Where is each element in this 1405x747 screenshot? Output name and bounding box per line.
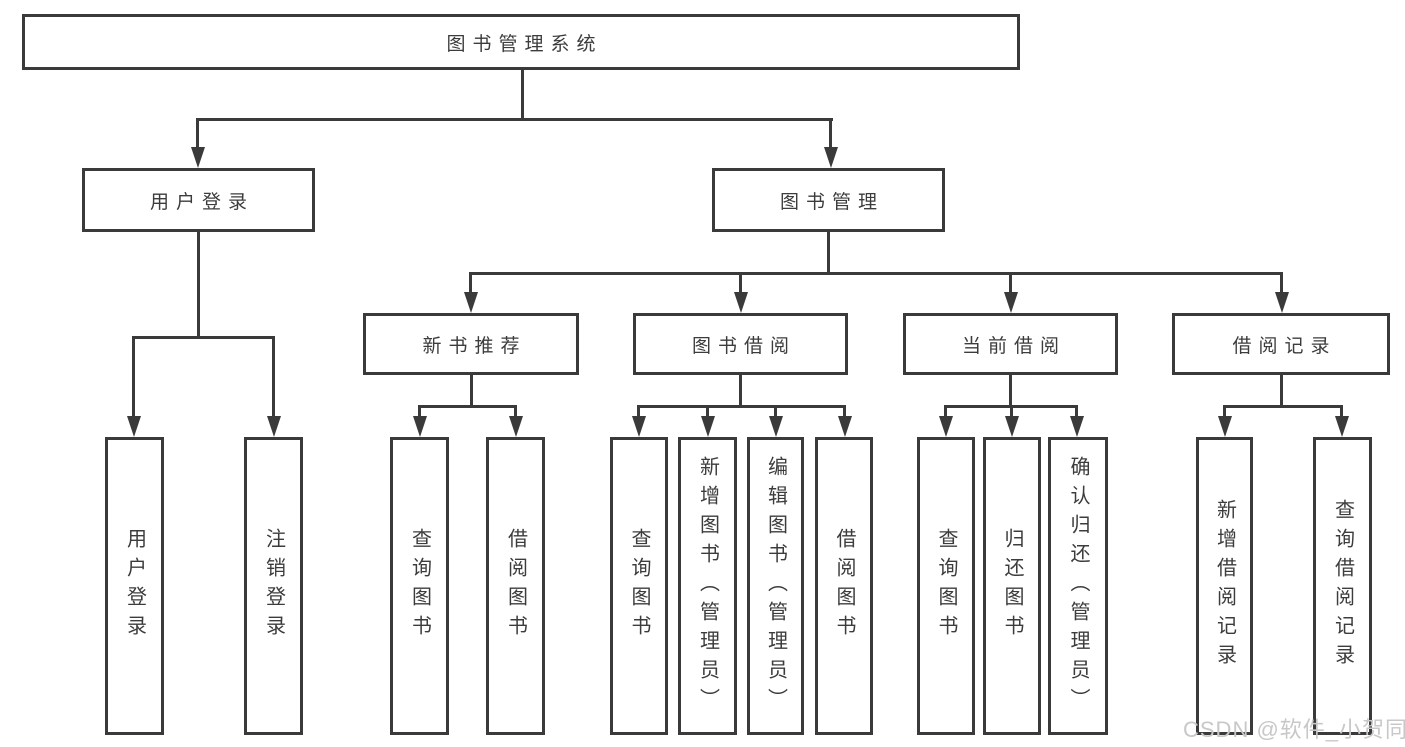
connector-line [470, 375, 473, 407]
node-borrowing-records: 借阅记录 [1172, 313, 1390, 375]
leaf-edit-book-admin: 编辑图书（管理员） [747, 437, 804, 735]
arrowhead-icon [509, 416, 523, 437]
arrowhead-icon [1218, 416, 1232, 437]
arrowhead-icon [769, 416, 783, 437]
connector-line [196, 118, 199, 149]
connector-line [132, 336, 275, 339]
arrowhead-icon [1335, 416, 1349, 437]
connector-line [1223, 405, 1342, 408]
leaf-add-borrow-record: 新增借阅记录 [1196, 437, 1253, 735]
connector-line [637, 405, 846, 408]
connector-line [469, 272, 472, 294]
connector-line [1010, 405, 1013, 418]
leaf-query-books-borrowing: 查询图书 [610, 437, 668, 735]
node-library-system-root: 图书管理系统 [22, 14, 1020, 70]
connector-line [1009, 375, 1012, 407]
connector-line [637, 405, 640, 418]
connector-line [196, 118, 833, 121]
connector-line [706, 405, 709, 418]
arrowhead-icon [1275, 292, 1289, 313]
arrowhead-icon [1004, 292, 1018, 313]
leaf-query-books-current: 查询图书 [917, 437, 975, 735]
arrowhead-icon [1070, 416, 1084, 437]
node-user-login: 用户登录 [82, 168, 315, 232]
connector-line [521, 68, 524, 119]
connector-line [827, 232, 830, 275]
arrowhead-icon [734, 292, 748, 313]
node-book-borrowing: 图书借阅 [633, 313, 848, 375]
arrowhead-icon [939, 416, 953, 437]
node-book-management: 图书管理 [712, 168, 945, 232]
connector-line [514, 405, 517, 418]
connector-line [469, 272, 1283, 275]
leaf-query-borrow-record: 查询借阅记录 [1313, 437, 1372, 735]
leaf-borrow-books-recommend: 借阅图书 [486, 437, 545, 735]
connector-line [1223, 405, 1226, 418]
leaf-confirm-return-admin: 确认归还（管理员） [1048, 437, 1108, 735]
node-new-book-recommendation: 新书推荐 [363, 313, 579, 375]
arrowhead-icon [191, 147, 205, 168]
connector-line [739, 272, 742, 294]
connector-line [1280, 375, 1283, 407]
connector-line [843, 405, 846, 418]
watermark-csdn: CSDN @软件_小贺同学 [1183, 717, 1405, 742]
connector-line [1340, 405, 1343, 418]
leaf-borrow-books-borrowing: 借阅图书 [815, 437, 873, 735]
arrowhead-icon [824, 147, 838, 168]
arrowhead-icon [838, 416, 852, 437]
connector-line [272, 336, 275, 417]
leaf-add-book-admin: 新增图书（管理员） [678, 437, 737, 735]
arrowhead-icon [267, 416, 281, 437]
node-current-borrowing: 当前借阅 [903, 313, 1118, 375]
connector-line [1009, 272, 1012, 294]
arrowhead-icon [1005, 416, 1019, 437]
connector-line [829, 118, 832, 149]
leaf-return-book: 归还图书 [983, 437, 1041, 735]
connector-line [944, 405, 947, 418]
connector-line [418, 405, 517, 408]
connector-line [1280, 272, 1283, 294]
leaf-logout: 注销登录 [244, 437, 303, 735]
arrowhead-icon [632, 416, 646, 437]
arrowhead-icon [413, 416, 427, 437]
connector-line [739, 375, 742, 407]
arrowhead-icon [701, 416, 715, 437]
connector-line [197, 232, 200, 339]
leaf-user-login: 用户登录 [105, 437, 164, 735]
connector-line [774, 405, 777, 418]
arrowhead-icon [127, 416, 141, 437]
connector-line [418, 405, 421, 418]
connector-line [1075, 405, 1078, 418]
leaf-query-books-recommend: 查询图书 [390, 437, 449, 735]
arrowhead-icon [464, 292, 478, 313]
connector-line [132, 336, 135, 417]
